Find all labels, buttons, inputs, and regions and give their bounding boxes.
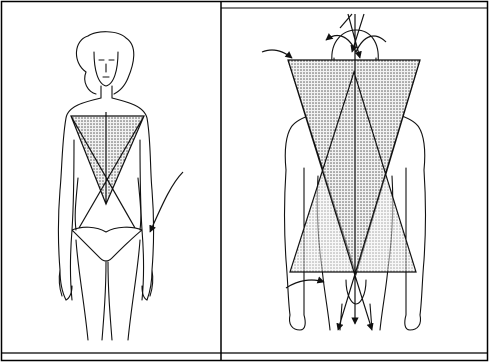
female-figure-panel — [59, 32, 184, 340]
male-pointer-arrow-bottom — [286, 280, 324, 288]
female-triangle-shaded — [71, 116, 144, 204]
male-figure-panel — [262, 14, 426, 330]
male-pointer-arrow-top — [262, 50, 292, 58]
female-pointer-arrow — [150, 172, 183, 232]
